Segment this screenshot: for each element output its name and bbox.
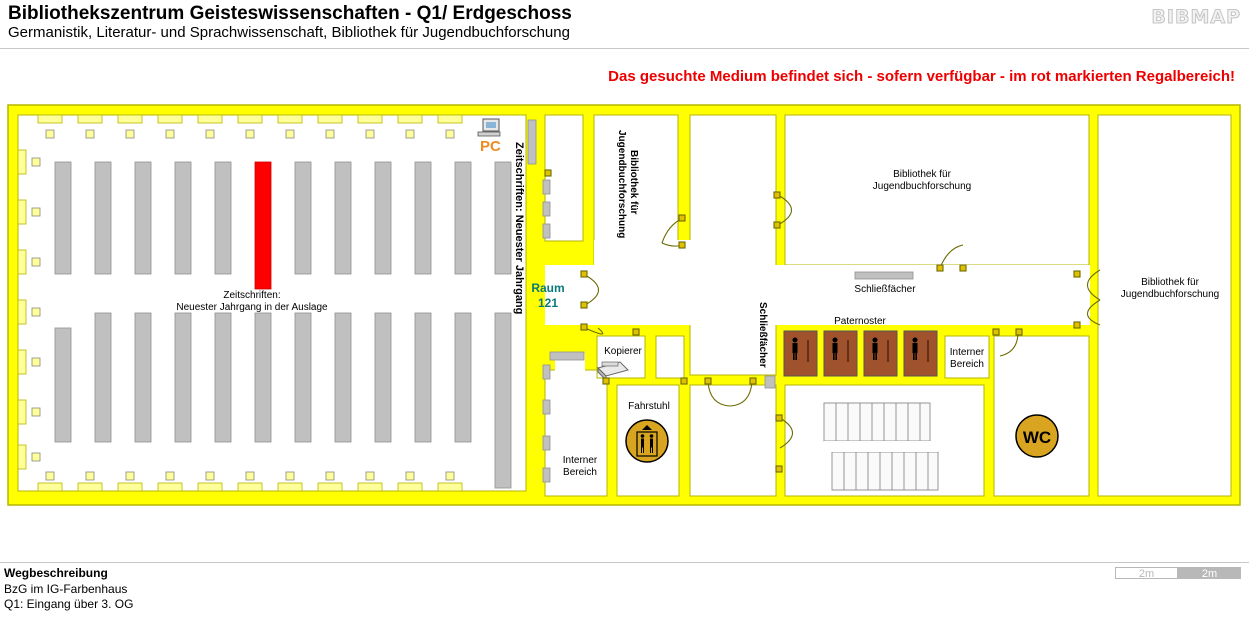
auslage-label-2: Neuester Jahrgang in der Auslage [176, 302, 328, 313]
wc-label: WC [1023, 428, 1051, 447]
shelf[interactable] [94, 161, 112, 275]
corridor-connector [594, 240, 694, 270]
shelf[interactable] [334, 161, 352, 275]
intern-right-line2: Bereich [950, 359, 984, 370]
intern-left-line1: Interner [563, 455, 598, 466]
scale-left: 2m [1115, 567, 1178, 580]
room-small [655, 335, 685, 379]
intern-right-line1: Interner [950, 347, 985, 358]
shelf-highlighted[interactable] [254, 161, 272, 290]
shelves-upper [54, 161, 512, 290]
kopierer-label: Kopierer [604, 346, 642, 357]
shelf[interactable] [454, 312, 472, 443]
bibmap-logo: BIBMAP [1151, 6, 1241, 29]
jugendbuch-right-line1: Bibliothek für [1141, 277, 1199, 288]
shelf[interactable] [94, 312, 112, 443]
room-jugendbuch-top [784, 114, 1090, 266]
shelf[interactable] [454, 161, 472, 275]
corridor-room-left [544, 114, 584, 242]
window-sills [17, 114, 463, 492]
shelf[interactable] [134, 161, 152, 275]
raum-label-2: 121 [538, 296, 558, 310]
room-jugendbuch-right [1097, 114, 1232, 497]
wc-icon [1015, 414, 1059, 458]
shelf[interactable] [214, 312, 232, 443]
directions-line-2: Q1: Eingang über 3. OG [4, 597, 134, 611]
paternoster-cabins [783, 330, 938, 377]
elevator-icon [625, 419, 669, 463]
shelf[interactable] [494, 312, 512, 489]
shelf[interactable] [54, 327, 72, 443]
wall-racks [527, 119, 914, 483]
scale-right: 2m [1178, 567, 1241, 580]
shelf[interactable] [174, 312, 192, 443]
shelf[interactable] [494, 161, 512, 275]
location-notice: Das gesuchte Medium befindet sich - sofe… [608, 68, 1235, 85]
directions-line-1: BzG im IG-Farbenhaus [4, 582, 128, 596]
schliessfaecher-label: Schließfächer [854, 284, 916, 295]
schliessfaecher-vertical: Schließfächer [757, 302, 768, 368]
shelf[interactable] [294, 161, 312, 275]
intern-left-line2: Bereich [563, 467, 597, 478]
zeitschriften-label: Zeitschriften: Neuester Jahrgang [513, 142, 525, 314]
scale-bar: 2m 2m [1115, 567, 1241, 580]
pc-label: PC [480, 138, 501, 155]
shelf[interactable] [334, 312, 352, 443]
jugendbuch-vertical-line2: Jugendbuchforschung [616, 130, 627, 238]
shelf[interactable] [414, 312, 432, 443]
doors [544, 169, 1101, 473]
page-subtitle: Germanistik, Literatur- und Sprachwissen… [8, 24, 570, 41]
paternoster-label: Paternoster [834, 316, 886, 327]
shelf[interactable] [374, 161, 392, 275]
staircase [823, 402, 939, 491]
shelf[interactable] [414, 161, 432, 275]
schliessfaecher-rack [854, 271, 914, 280]
jugendbuch-top-line2: Jugendbuchforschung [873, 181, 971, 192]
shelf[interactable] [214, 161, 232, 275]
room-intern-right [944, 335, 990, 379]
shelf[interactable] [134, 312, 152, 443]
shelf[interactable] [294, 312, 312, 443]
jugendbuch-vertical-line1: Bibliothek für [628, 150, 639, 215]
jugendbuch-top-line1: Bibliothek für [893, 169, 951, 180]
shelf[interactable] [374, 312, 392, 443]
room-intern-left [544, 369, 608, 497]
fahrstuhl-label: Fahrstuhl [628, 401, 670, 412]
jugendbuch-right-line2: Jugendbuchforschung [1121, 289, 1219, 300]
floor-map[interactable]: PC Zeitschriften: Neuester Jahrgang Bibl… [0, 100, 1249, 510]
page-header: Bibliothekszentrum Geisteswissenschaften… [0, 0, 1249, 49]
shelf[interactable] [54, 161, 72, 275]
shelf[interactable] [174, 161, 192, 275]
directions-title: Wegbeschreibung [4, 566, 108, 580]
page-title: Bibliothekszentrum Geisteswissenschaften… [8, 3, 572, 24]
room-lower-middle [689, 384, 777, 497]
footer: Wegbeschreibung BzG im IG-Farbenhaus Q1:… [0, 562, 1249, 619]
shelves-lower [54, 312, 512, 489]
pc-icon [477, 118, 501, 137]
shelf[interactable] [254, 312, 272, 443]
floor-plan-svg: PC Zeitschriften: Neuester Jahrgang Bibl… [7, 104, 1241, 506]
chairs [31, 129, 455, 481]
room-hall-middle [689, 114, 777, 376]
central-corridor [545, 265, 1090, 325]
auslage-label-1: Zeitschriften: [223, 290, 280, 301]
raum-label-1: Raum [531, 281, 564, 295]
